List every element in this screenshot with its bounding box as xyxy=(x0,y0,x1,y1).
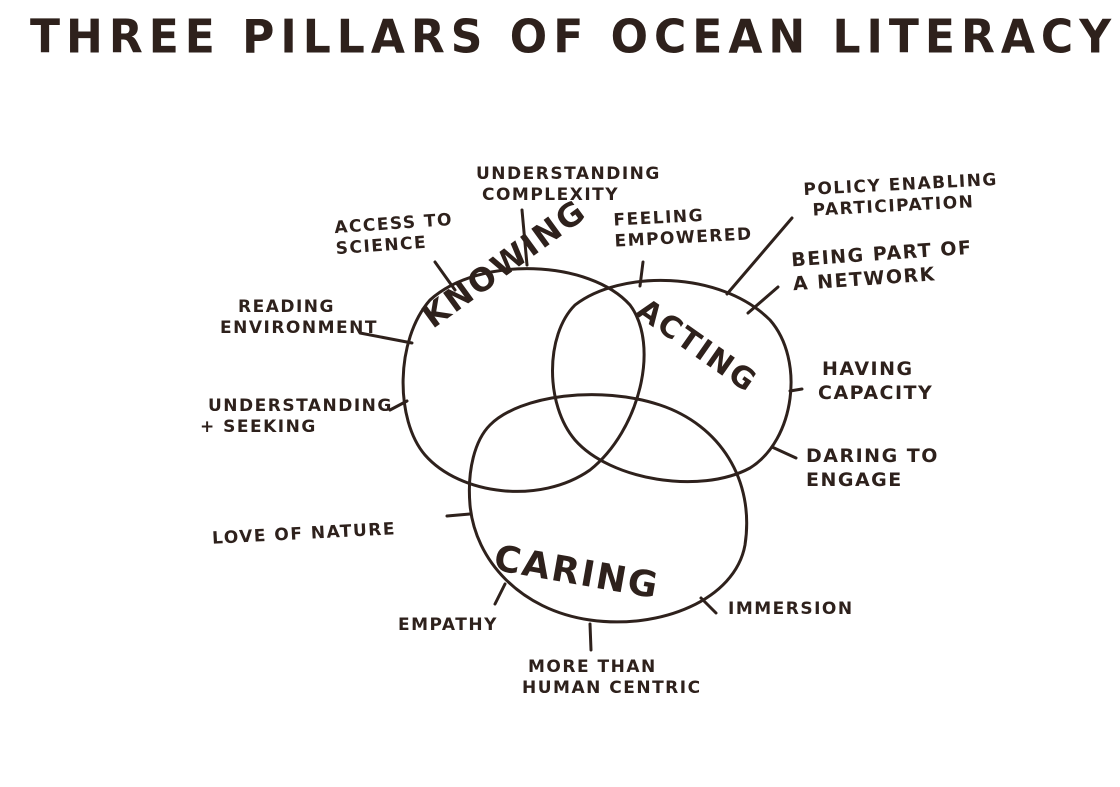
connector-more-than-human xyxy=(588,622,593,652)
knowing-circle xyxy=(401,267,646,493)
connector-policy-enabling xyxy=(725,216,794,296)
connector-having-capacity xyxy=(788,387,804,393)
connector-empathy xyxy=(493,582,507,606)
connector-immersion xyxy=(699,596,718,615)
label-reading-environment: READING ENVIRONMENT xyxy=(220,297,378,339)
connector-understanding-complexity xyxy=(520,208,529,267)
connector-being-part-of-network xyxy=(746,285,780,315)
label-more-than-human-centric: MORE THAN HUMAN CENTRIC xyxy=(522,657,702,699)
label-daring-to-engage: DARING TO ENGAGE xyxy=(806,445,939,491)
connector-feeling-empowered xyxy=(638,260,645,288)
connector-daring-to-engage xyxy=(770,445,798,460)
label-feeling-empowered: FEELING EMPOWERED xyxy=(612,205,754,252)
label-understanding-seeking: UNDERSTANDING + SEEKING xyxy=(200,396,393,438)
label-access-to-science: ACCESS TO SCIENCE xyxy=(333,209,454,260)
caring-circle xyxy=(467,393,749,624)
label-having-capacity: HAVING CAPACITY xyxy=(818,358,934,404)
diagram-title: THREE PILLARS OF OCEAN LITERACY xyxy=(30,10,1118,65)
connector-access-to-science xyxy=(433,260,457,292)
connector-reading-environment xyxy=(358,331,414,345)
label-empathy: EMPATHY xyxy=(398,615,498,635)
connector-love-of-nature xyxy=(445,512,472,518)
label-understanding-complexity: UNDERSTANDING COMPLEXITY xyxy=(476,164,661,206)
connector-understanding-seeking xyxy=(388,399,409,412)
acting-circle xyxy=(551,278,793,484)
label-immersion: IMMERSION xyxy=(728,599,854,619)
